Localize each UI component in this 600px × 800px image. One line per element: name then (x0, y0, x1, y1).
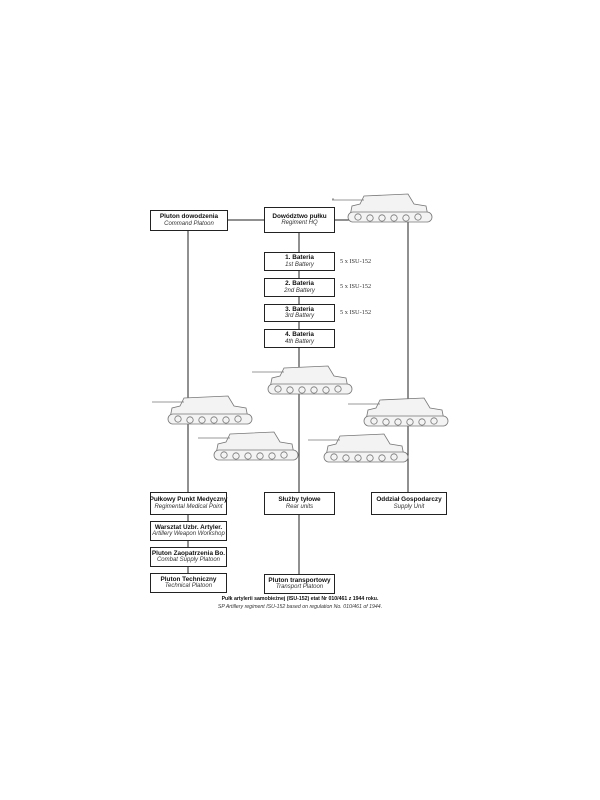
weapon-workshop-pl: Warsztat Uzbr. Artyler. (154, 523, 223, 531)
command-platoon-en: Command Platoon (164, 220, 214, 227)
battery-4-pl: 4. Bateria (285, 331, 314, 339)
command-platoon-pl: Pluton dowodzenia (159, 213, 219, 221)
caption-english: SP Artillery regiment ISU-152 based on r… (217, 604, 383, 610)
tank-illustration-left-lower (198, 431, 299, 461)
supply-unit-box: Oddział Gospodarczy Supply Unit (371, 492, 447, 515)
supply-unit-en: Supply Unit (393, 503, 425, 510)
technical-platoon-box: Pluton Techniczny Technical Platoon (150, 573, 227, 593)
battery-3-box: 3. Bateria 3rd Battery (264, 304, 335, 322)
transport-platoon-box: Pluton transportowy Transport Platoon (264, 574, 335, 594)
battery-2-note: 5 x ISU-152 (340, 283, 372, 290)
technical-platoon-pl: Pluton Techniczny (160, 575, 217, 583)
battery-2-pl: 2. Bateria (285, 280, 314, 288)
tank-illustration-top-right (332, 193, 433, 223)
tank-illustration-center (252, 365, 353, 395)
weapon-workshop-en: Artillery Weapon Workshop (152, 531, 225, 538)
battery-1-box: 1. Bateria 1st Battery (264, 252, 335, 271)
battery-1-note: 5 x ISU-152 (340, 258, 372, 265)
rear-units-pl: Służby tyłowe (278, 496, 321, 504)
regiment-hq-box: Dowództwo pułku Regiment HQ (264, 207, 335, 233)
battery-1-pl: 1. Bateria (285, 254, 314, 262)
transport-platoon-pl: Pluton transportowy (268, 576, 331, 584)
regiment-hq-pl: Dowództwo pułku (272, 212, 327, 220)
battery-3-en: 3rd Battery (284, 313, 315, 320)
supply-unit-pl: Oddział Gospodarczy (376, 496, 442, 504)
tank-illustration-right-upper (348, 397, 449, 427)
battery-2-en: 2nd Battery (284, 287, 315, 294)
battery-4-en: 4th Battery (284, 338, 314, 345)
battery-3-note: 5 x ISU-152 (340, 309, 372, 316)
caption-polish: Pułk artylerii samobieżnej (ISU-152) eta… (221, 596, 379, 602)
transport-platoon-en: Transport Platoon (275, 584, 324, 591)
rear-units-box: Służby tyłowe Rear units (264, 492, 335, 515)
medical-point-en: Regimental Medical Point (154, 503, 223, 510)
medical-point-pl: Pułkowy Punkt Medyczny (149, 496, 228, 504)
tank-illustration-left-upper (152, 395, 253, 425)
battery-3-pl: 3. Bateria (285, 305, 314, 313)
technical-platoon-en: Technical Platoon (164, 583, 213, 590)
combat-supply-box: Pluton Zaopatrzenia Bo. Combat Supply Pl… (150, 547, 227, 567)
tank-illustration-right-lower (308, 433, 409, 463)
command-platoon-box: Pluton dowodzenia Command Platoon (150, 210, 228, 231)
regiment-hq-en: Regiment HQ (281, 220, 318, 227)
battery-2-box: 2. Bateria 2nd Battery (264, 278, 335, 297)
battery-4-box: 4. Bateria 4th Battery (264, 329, 335, 348)
weapon-workshop-box: Warsztat Uzbr. Artyler. Artillery Weapon… (150, 521, 227, 541)
battery-1-en: 1st Battery (285, 261, 314, 268)
combat-supply-en: Combat Supply Platoon (156, 557, 221, 564)
medical-point-box: Pułkowy Punkt Medyczny Regimental Medica… (150, 492, 227, 515)
combat-supply-pl: Pluton Zaopatrzenia Bo. (151, 549, 226, 557)
rear-units-en: Rear units (285, 503, 314, 510)
